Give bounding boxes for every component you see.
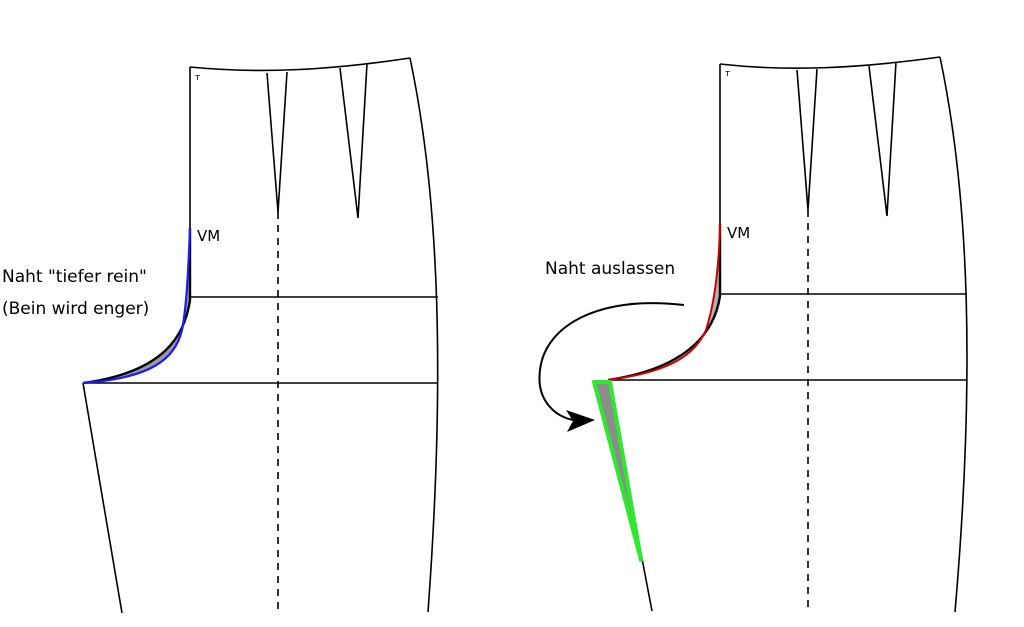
left-annotation-line2: (Bein wird enger) <box>2 299 149 319</box>
left-pattern <box>82 57 439 614</box>
left-new-seam-curve <box>82 227 192 385</box>
right-pattern <box>607 56 968 613</box>
left-annotation-line1: Naht "tiefer rein" <box>2 267 147 287</box>
right-waist-mark: т <box>725 69 730 79</box>
right-removed-area <box>608 224 720 380</box>
right-vm-label: VM <box>727 224 750 242</box>
left-dart-2 <box>339 63 368 219</box>
right-annotation: Naht auslassen <box>545 259 675 279</box>
left-side-seam <box>409 57 439 613</box>
curved-arrow <box>538 302 685 422</box>
left-waistline <box>189 57 411 72</box>
right-waistline <box>719 56 941 69</box>
left-original-crotch-curve <box>82 228 192 385</box>
left-dart-1 <box>266 71 288 213</box>
right-original-crotch-curve <box>607 224 722 382</box>
right-dart-1 <box>796 68 818 211</box>
left-inseam <box>82 382 123 614</box>
left-vm-label: VM <box>197 227 220 245</box>
right-let-out-area <box>592 380 643 562</box>
arrow-head <box>566 410 595 432</box>
left-waist-mark: т <box>195 73 200 83</box>
right-side-seam <box>939 56 968 613</box>
right-dart-2 <box>868 61 897 217</box>
right-new-seam-curve <box>607 223 721 381</box>
